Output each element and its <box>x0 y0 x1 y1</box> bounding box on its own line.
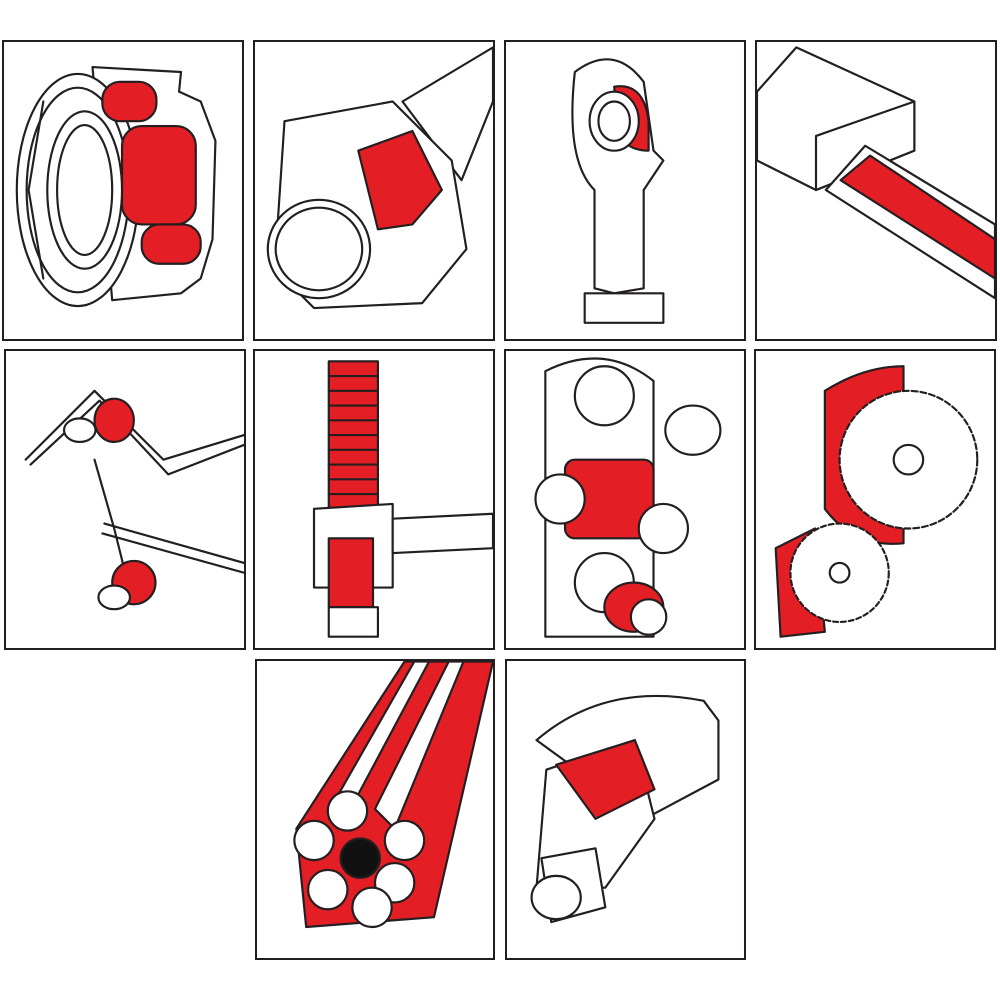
linkage-pivot-icon <box>24 389 244 611</box>
panel-linkage-pivot <box>4 349 246 650</box>
roller-chain-icon <box>534 357 722 638</box>
panel-rod-end-bearing <box>504 40 746 341</box>
spur-gears-icon <box>774 365 979 638</box>
panel-roller-bearing <box>2 40 244 341</box>
panel-linear-guide-rail <box>755 40 997 341</box>
panel-roller-chain <box>504 349 746 650</box>
wire-rope-icon <box>293 661 493 929</box>
panel-spur-gears <box>754 349 996 650</box>
panel-spline-shaft <box>505 659 746 960</box>
roller-bearing-icon <box>15 65 217 308</box>
panel-lead-screw <box>253 349 495 650</box>
linear-guide-rail-icon <box>757 46 995 300</box>
spline-shaft-icon <box>530 694 720 924</box>
pillow-block-bearing-icon <box>266 46 493 310</box>
rod-end-bearing-icon <box>571 58 665 324</box>
panel-pillow-block-bearing <box>253 40 495 341</box>
lead-screw-icon <box>312 360 493 638</box>
panel-wire-rope <box>255 659 495 960</box>
